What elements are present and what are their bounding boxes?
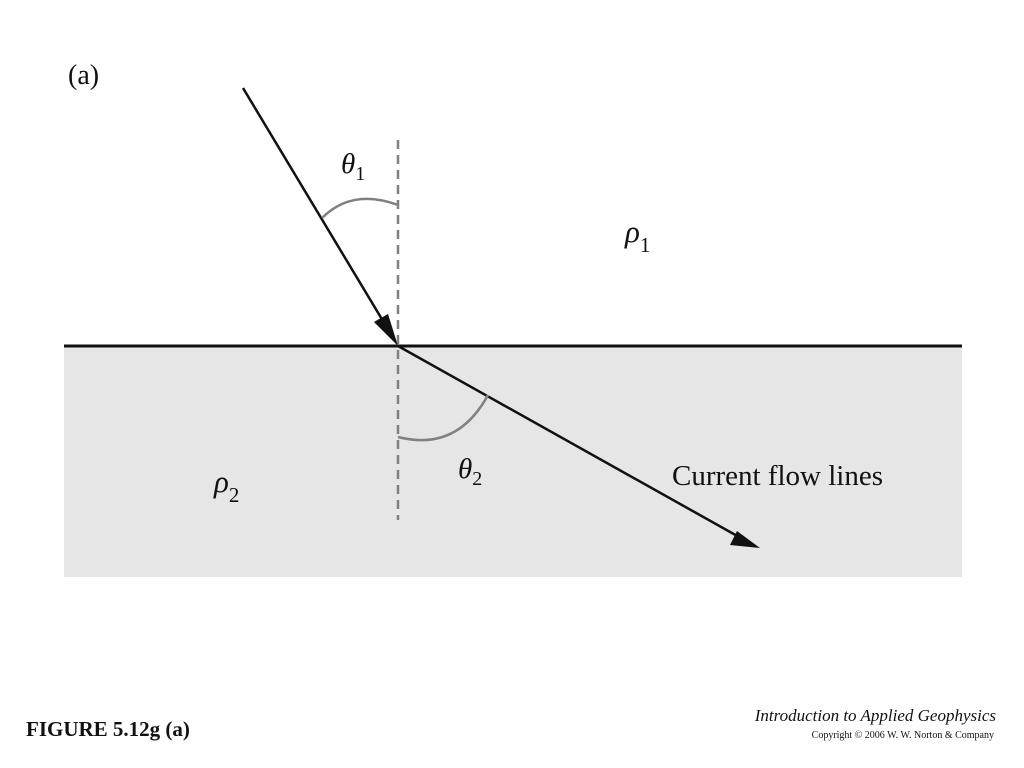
current-flow-label: Current flow lines — [672, 460, 883, 492]
theta2-label: θ2 — [458, 453, 482, 490]
incident-arrowhead-icon — [374, 314, 398, 346]
book-title: Introduction to Applied Geophysics — [754, 706, 996, 725]
incident-ray — [241, 87, 394, 337]
lower-medium — [64, 346, 962, 577]
rho2-label: ρ2 — [213, 464, 239, 507]
panel-label: (a) — [68, 60, 100, 91]
angle-arc-incidence — [321, 197, 399, 219]
rho1-label: ρ1 — [624, 214, 650, 257]
theta1-label: θ1 — [341, 148, 365, 185]
figure-number: FIGURE 5.12g (a) — [26, 717, 190, 741]
refracted-arrowhead-icon — [730, 531, 760, 548]
refracted-ray — [397, 344, 749, 544]
copyright-notice: Copyright © 2006 W. W. Norton & Company — [811, 730, 994, 741]
angle-arc-refraction — [397, 394, 490, 442]
